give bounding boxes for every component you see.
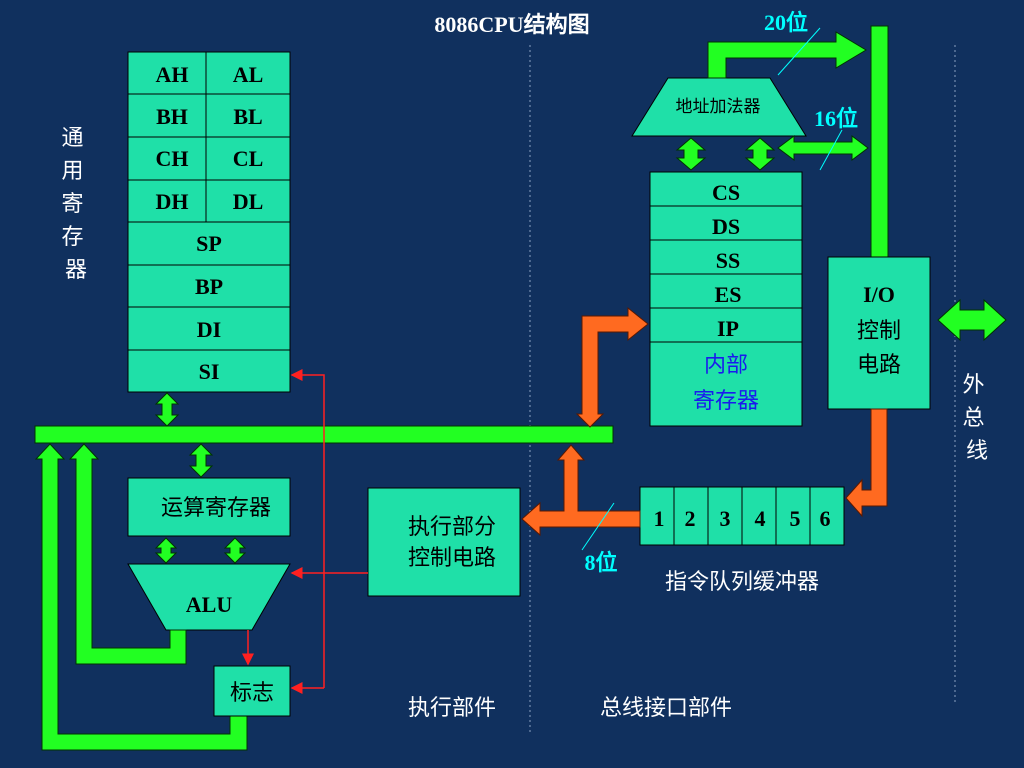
flags-label: 标志 (230, 681, 274, 706)
alu-label: ALU (186, 592, 233, 617)
register-ch: CH (156, 146, 189, 171)
internal-register-label-line1: 内部 (704, 353, 748, 378)
address-adder-label: 地址加法器 (676, 97, 761, 117)
register-dh: DH (156, 189, 189, 214)
io-control-line1: I/O (863, 282, 895, 307)
register-bus-double-arrow (154, 392, 180, 427)
general-register-block: AH AL BH BL CH CL DH DL SP BP DI SI (127, 51, 291, 393)
register-di: DI (197, 317, 221, 342)
external-bus-arrow (937, 298, 1007, 342)
register-sp: SP (196, 231, 222, 256)
exec-control-line1: 执行部分 (408, 515, 496, 540)
flags-bus-loop (34, 443, 248, 751)
register-bh: BH (156, 104, 188, 129)
register-ds: DS (712, 214, 740, 239)
register-es: ES (715, 282, 742, 307)
register-bp: BP (195, 274, 223, 299)
io-control-box (827, 256, 931, 410)
segment-register-block: CS DS SS ES IP 内部 寄存器 (649, 171, 803, 427)
address-bus-width-slash (777, 27, 821, 76)
bus-segment-data-path (575, 306, 649, 428)
external-bus-label: 外 总 线 (962, 373, 991, 464)
general-register-label: 通 用 寄 存 器 (61, 126, 90, 283)
register-dl: DL (233, 189, 264, 214)
queue-cell-1: 1 (654, 506, 665, 531)
register-ah: AH (156, 62, 189, 87)
register-al: AL (233, 62, 264, 87)
segment-path-arrow (777, 135, 869, 161)
alu-shape (127, 563, 291, 631)
flags-box (213, 665, 291, 717)
operand-alu-arrow-right (223, 537, 247, 564)
internal-register-label-line2: 寄存器 (693, 389, 759, 414)
exec-register-control-line (290, 369, 325, 694)
queue-cell-6: 6 (820, 506, 831, 531)
register-ip: IP (717, 316, 739, 341)
instruction-queue-label: 指令队列缓冲器 (665, 570, 819, 595)
io-control-line3: 电路 (857, 353, 901, 378)
operand-register-label: 运算寄存器 (161, 496, 271, 521)
register-cl: CL (233, 146, 264, 171)
queue-cell-5: 5 (790, 506, 801, 531)
operand-register-box (127, 477, 291, 537)
queue-cell-4: 4 (755, 506, 766, 531)
external-address-bus (870, 25, 889, 259)
queue-cell-3: 3 (720, 506, 731, 531)
queue-path-width-label: 8位 (584, 550, 617, 575)
register-si: SI (199, 359, 220, 384)
alu-output-bus-loop (68, 443, 187, 665)
segment-path-width-slash (819, 129, 843, 171)
io-control-line2: 控制 (857, 319, 901, 344)
segment-path-width-label: 16位 (814, 106, 858, 131)
address-bus-width-label: 20位 (764, 10, 808, 35)
address-adder-shape (631, 77, 807, 137)
execution-unit-label: 执行部件 (408, 696, 496, 721)
bus-operand-double-arrow (188, 443, 214, 478)
page-title: 8086CPU结构图 (434, 12, 589, 37)
adder-segment-arrow-right (744, 137, 776, 171)
register-bl: BL (233, 104, 262, 129)
register-ss: SS (716, 248, 740, 273)
register-cs: CS (712, 180, 740, 205)
queue-cell-2: 2 (685, 506, 696, 531)
address-bus-arrow (707, 31, 867, 79)
io-queue-data-path (845, 408, 888, 518)
adder-segment-arrow-left (675, 137, 707, 171)
instruction-queue: 1 2 3 4 5 6 (639, 486, 845, 546)
exec-control-line2: 控制电路 (408, 546, 496, 571)
exec-control-box (367, 487, 521, 597)
bus-interface-unit-label: 总线接口部件 (600, 696, 732, 721)
operand-alu-arrow-left (154, 537, 178, 564)
queue-path-width-slash (581, 502, 615, 551)
queue-exec-data-path (521, 444, 641, 537)
